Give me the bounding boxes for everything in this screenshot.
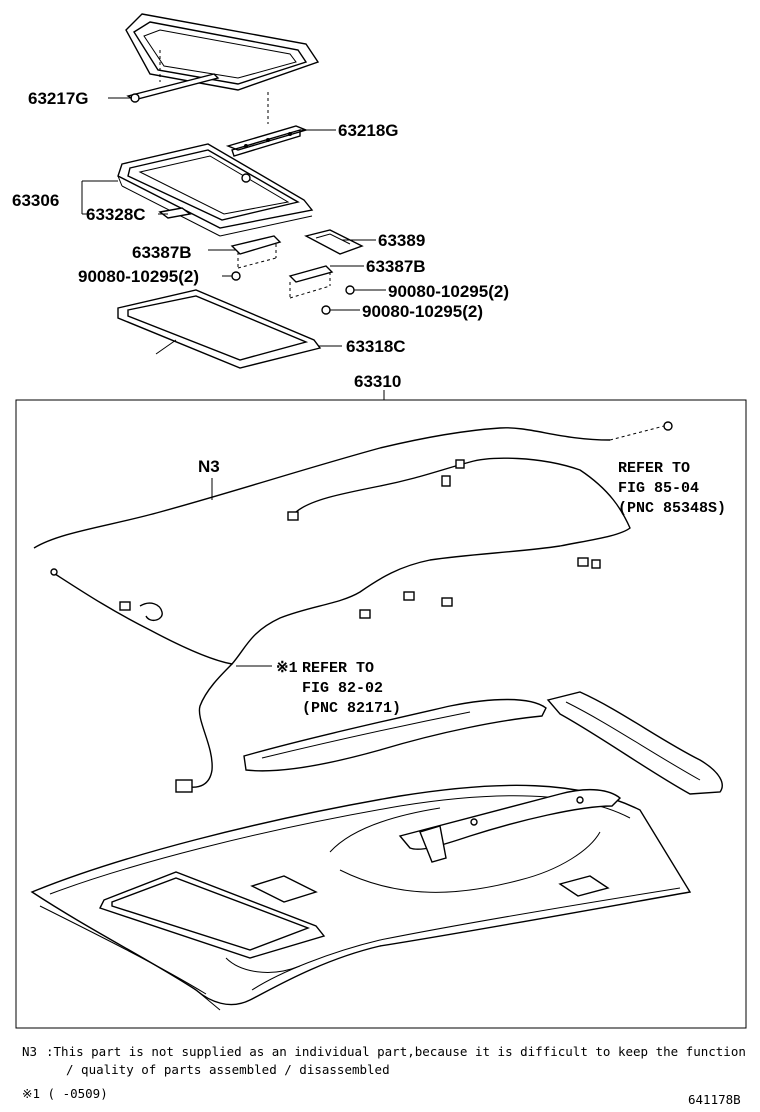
part-63387B-right — [288, 265, 355, 315]
part-63387B-left — [230, 235, 282, 281]
part-63389-bracket — [304, 229, 364, 255]
ref2-line2: FIG 82-02 — [302, 680, 383, 697]
ref1-line2: FIG 85-04 — [618, 480, 699, 497]
note-n3-label: N3 — [22, 1044, 38, 1059]
roof-bow-pad-left — [243, 698, 547, 772]
label-n3: N3 — [198, 457, 220, 476]
label-63328C: 63328C — [86, 205, 146, 224]
ref2-marker: ※1 — [276, 660, 298, 677]
label-63387B-right: 63387B — [366, 257, 426, 276]
footnote: ※1 ( -0509) — [22, 1086, 108, 1101]
illustration-code: 641178B — [688, 1092, 741, 1107]
label-63318C: 63318C — [346, 337, 406, 356]
label-63306: 63306 — [12, 191, 59, 210]
note-n3-text: :This part is not supplied as an individ… — [46, 1044, 746, 1059]
sunroof-glass — [125, 13, 320, 124]
part-63306-sunshade — [117, 143, 314, 237]
part-63328C-pad — [158, 207, 192, 219]
headliner-center-bracket — [398, 789, 622, 863]
label-63218G: 63218G — [338, 121, 399, 140]
label-63389: 63389 — [378, 231, 425, 250]
part-63318C-seal — [117, 289, 322, 369]
leader-lines-top — [81, 97, 386, 400]
wire-harness — [33, 421, 673, 793]
headliner-panel — [30, 784, 692, 1006]
label-screw-right-upper: 90080-10295(2) — [388, 282, 509, 301]
label-63217G: 63217G — [28, 89, 89, 108]
headliner-front-edge — [195, 957, 301, 1011]
headliner-sunroof-opening — [99, 871, 326, 959]
headliner-lamp-opening — [250, 875, 610, 903]
note-n3-text2: / quality of parts assembled / disassemb… — [66, 1062, 390, 1077]
label-screw-left: 90080-10295(2) — [78, 267, 199, 286]
ref2-line1: REFER TO — [302, 660, 374, 677]
ref2-line3: (PNC 82171) — [302, 700, 401, 717]
label-63310: 63310 — [354, 372, 401, 391]
ref1-line3: (PNC 85348S) — [618, 500, 726, 517]
roof-bow-pad-right — [546, 691, 723, 795]
part-63218G-bracket — [225, 125, 309, 157]
ref1-line1: REFER TO — [618, 460, 690, 477]
label-screw-right-lower: 90080-10295(2) — [362, 302, 483, 321]
label-63387B-left: 63387B — [132, 243, 192, 262]
assembly-frame — [15, 399, 747, 1029]
